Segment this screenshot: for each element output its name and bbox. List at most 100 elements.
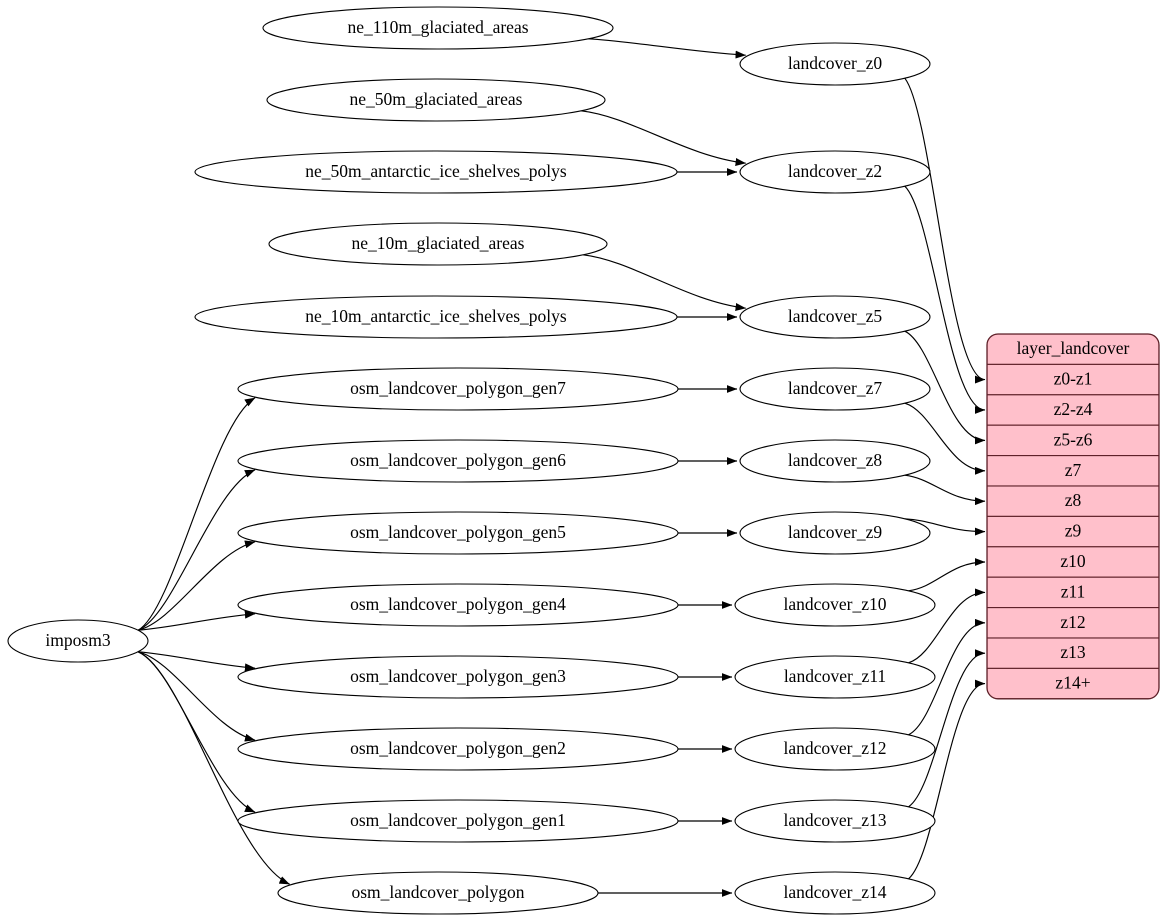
node-label: landcover_z8 [788,450,883,470]
node-shape [7,619,149,663]
table-row-label: z0-z1 [1054,369,1093,389]
node-landcover_z14[interactable]: landcover_z14 [734,871,936,915]
table-row-label: z11 [1061,581,1086,601]
node-osm_landcover_polygon_gen4[interactable]: osm_landcover_polygon_gen4 [237,583,679,627]
node-label: osm_landcover_polygon_gen2 [350,738,566,758]
node-label: osm_landcover_polygon_gen3 [350,666,566,686]
node-landcover_z7[interactable]: landcover_z7 [739,367,931,411]
edge-landcover_z0-to-layer_landcover-z0-z1 [904,77,986,384]
node-shape [739,439,931,483]
node-shape [734,655,936,699]
edge-imposm3-to-osm_landcover_polygon_gen3 [138,651,256,672]
node-shape [739,511,931,555]
node-landcover_z0[interactable]: landcover_z0 [739,42,931,86]
node-osm_landcover_polygon_gen3[interactable]: osm_landcover_polygon_gen3 [237,655,679,699]
node-label: landcover_z2 [788,161,882,181]
node-label: landcover_z5 [788,306,883,326]
node-landcover_z10[interactable]: landcover_z10 [734,583,936,627]
node-label: landcover_z11 [784,666,886,686]
node-osm_landcover_polygon_gen1[interactable]: osm_landcover_polygon_gen1 [237,799,679,843]
node-ne_50m_glaciated_areas[interactable]: ne_50m_glaciated_areas [266,78,606,122]
node-shape [194,150,678,194]
node-shape [194,295,678,339]
edge-landcover_z2-to-layer_landcover-z2-z4 [904,185,986,414]
node-landcover_z11[interactable]: landcover_z11 [734,655,936,699]
node-shape [739,295,931,339]
node-shape [734,727,936,771]
table-row-cell[interactable] [987,546,1159,578]
node-ne_110m_glaciated_areas[interactable]: ne_110m_glaciated_areas [262,6,614,50]
node-landcover_z12[interactable]: landcover_z12 [734,727,936,771]
table-row-label: z14+ [1055,673,1090,693]
table-row-label: z7 [1065,460,1082,480]
node-label: landcover_z13 [783,810,886,830]
node-landcover_z2[interactable]: landcover_z2 [739,150,931,194]
edge-imposm3-to-osm_landcover_polygon_gen5 [137,540,256,631]
node-osm_landcover_polygon_gen6[interactable]: osm_landcover_polygon_gen6 [237,439,679,483]
node-label: osm_landcover_polygon [351,882,524,902]
edge-imposm3-to-osm_landcover_polygon_gen2 [137,651,256,742]
node-landcover_z9[interactable]: landcover_z9 [739,511,931,555]
node-ne_10m_glaciated_areas[interactable]: ne_10m_glaciated_areas [268,222,608,266]
node-osm_landcover_polygon_gen2[interactable]: osm_landcover_polygon_gen2 [237,727,679,771]
table-row-cell[interactable] [987,637,1159,669]
edge-imposm3-to-osm_landcover_polygon_gen6 [137,469,256,631]
node-ne_50m_antarctic_ice_shelves_polys[interactable]: ne_50m_antarctic_ice_shelves_polys [194,150,678,194]
node-shape [734,799,936,843]
node-layer: imposm3 ne_110m_glaciated_areas ne_50m_gla… [7,6,936,915]
table-row-label: z5-z6 [1054,429,1093,449]
node-label: osm_landcover_polygon_gen1 [350,810,566,830]
edge-landcover_z11-to-layer_landcover-z11 [908,588,986,664]
node-label: osm_landcover_polygon_gen4 [350,594,566,614]
node-label: osm_landcover_polygon_gen5 [350,522,566,542]
edge-landcover_z12-to-layer_landcover-z12 [908,618,986,736]
edge-ne_10m_glaciated_areas-to-landcover_z5 [583,254,746,311]
node-landcover_z13[interactable]: landcover_z13 [734,799,936,843]
table-row-cell[interactable] [987,455,1159,487]
node-shape [739,42,931,86]
node-label: landcover_z7 [788,378,883,398]
edge-imposm3-to-osm_landcover_polygon_gen4 [138,610,256,631]
node-shape [277,871,599,915]
table-header-label: layer_landcover [1017,338,1130,358]
table-row-cell[interactable] [987,515,1159,548]
node-landcover_z8[interactable]: landcover_z8 [739,439,931,483]
node-label: ne_10m_glaciated_areas [352,233,525,253]
node-label: osm_landcover_polygon_gen6 [350,450,566,470]
node-osm_landcover_polygon[interactable]: osm_landcover_polygon [277,871,599,915]
node-label: ne_50m_glaciated_areas [350,89,523,109]
table-row-cell[interactable] [987,667,1159,699]
table-row-cell[interactable] [987,394,1159,426]
node-landcover_z5[interactable]: landcover_z5 [739,295,931,339]
node-osm_landcover_polygon_gen5[interactable]: osm_landcover_polygon_gen5 [237,511,679,555]
table-row-label: z9 [1065,521,1082,541]
edge-landcover_z5-to-layer_landcover-z5-z6 [904,330,986,445]
node-label: landcover_z12 [783,738,886,758]
edge-landcover_z7-to-layer_landcover-z7 [904,402,986,475]
node-ne_10m_antarctic_ice_shelves_polys[interactable]: ne_10m_antarctic_ice_shelves_polys [194,295,678,339]
table-row-cell[interactable] [987,576,1159,609]
node-shape [237,439,679,483]
edge-landcover_z10-to-layer_landcover-z10 [908,558,986,592]
node-shape [734,583,936,627]
edge-ne_50m_glaciated_areas-to-landcover_z2 [581,110,746,166]
node-osm_landcover_polygon_gen7[interactable]: osm_landcover_polygon_gen7 [237,367,679,411]
node-shape [268,222,608,266]
table-outline [986,333,1160,700]
layer-landcover-table[interactable]: layer_landcoverz0-z1z2-z4z5-z6z7z8z9z10z… [987,334,1159,699]
table-row-cell[interactable] [987,363,1159,396]
node-shape [262,6,614,50]
node-imposm3[interactable]: imposm3 [7,619,149,663]
edge-layer [137,38,986,897]
node-label: landcover_z14 [783,882,886,902]
table-row-label: z10 [1060,551,1086,571]
node-shape [734,871,936,915]
edge-landcover_z14-to-layer_landcover-z14- [908,679,986,880]
edge-landcover_z8-to-layer_landcover-z8 [904,474,986,506]
node-label: ne_10m_antarctic_ice_shelves_polys [305,306,567,326]
node-label: osm_landcover_polygon_gen7 [350,378,566,398]
node-label: landcover_z0 [788,53,883,73]
table-header-cell[interactable] [987,334,1159,365]
node-shape [237,511,679,555]
